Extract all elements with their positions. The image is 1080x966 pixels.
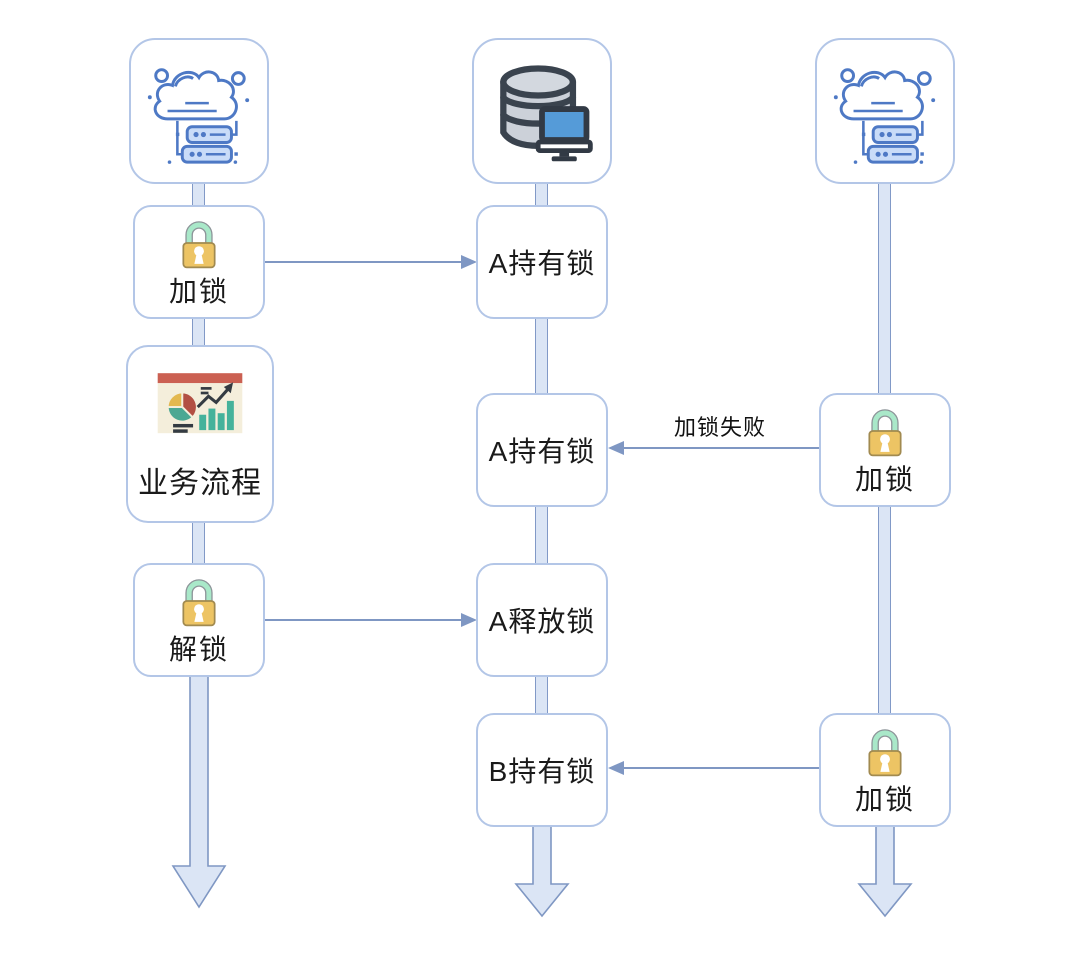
node-b-holds-lock: B持有锁 bbox=[476, 713, 608, 827]
node-a-holds-lock-1: A持有锁 bbox=[476, 205, 608, 319]
lifeline-end-arrow-left bbox=[171, 674, 227, 909]
node-lock-right-1: 加锁 bbox=[819, 393, 951, 507]
dashboard-chart-icon bbox=[157, 372, 243, 433]
database-icon bbox=[500, 65, 593, 162]
node-a-releases-lock: A释放锁 bbox=[476, 563, 608, 677]
node-label: 加锁 bbox=[168, 276, 229, 307]
padlock-icon bbox=[868, 729, 902, 777]
node-a-holds-lock-2: A持有锁 bbox=[476, 393, 608, 507]
arrow-unlock-to-a-release bbox=[265, 613, 477, 627]
node-label: 加锁 bbox=[854, 464, 915, 495]
node-label: A持有锁 bbox=[488, 436, 596, 467]
node-label: 解锁 bbox=[168, 634, 229, 665]
node-label: B持有锁 bbox=[488, 756, 596, 787]
node-label: A持有锁 bbox=[488, 248, 596, 279]
arrow-lock-to-b-holds bbox=[608, 761, 819, 775]
lane-client-b-box bbox=[815, 38, 955, 184]
node-label: A释放锁 bbox=[488, 606, 596, 637]
padlock-icon bbox=[182, 221, 216, 269]
padlock-icon bbox=[868, 409, 902, 457]
lock-failed-label: 加锁失败 bbox=[673, 415, 766, 440]
cloud-server-icon bbox=[833, 68, 936, 164]
arrow-lock-to-a-holds bbox=[265, 255, 477, 269]
node-label: 加锁 bbox=[854, 784, 915, 815]
lane-database-box bbox=[472, 38, 612, 184]
padlock-icon bbox=[182, 579, 216, 627]
node-unlock-left: 解锁 bbox=[133, 563, 265, 677]
node-lock-left: 加锁 bbox=[133, 205, 265, 319]
lane-client-a-box bbox=[129, 38, 269, 184]
node-business-process: 业务流程 bbox=[126, 345, 274, 523]
cloud-server-icon bbox=[147, 68, 250, 164]
node-label: 业务流程 bbox=[138, 466, 262, 500]
lifeline-end-arrow-middle bbox=[514, 824, 570, 918]
node-lock-right-2: 加锁 bbox=[819, 713, 951, 827]
lifeline-end-arrow-right bbox=[857, 824, 913, 918]
arrow-lock-failed bbox=[608, 441, 819, 455]
